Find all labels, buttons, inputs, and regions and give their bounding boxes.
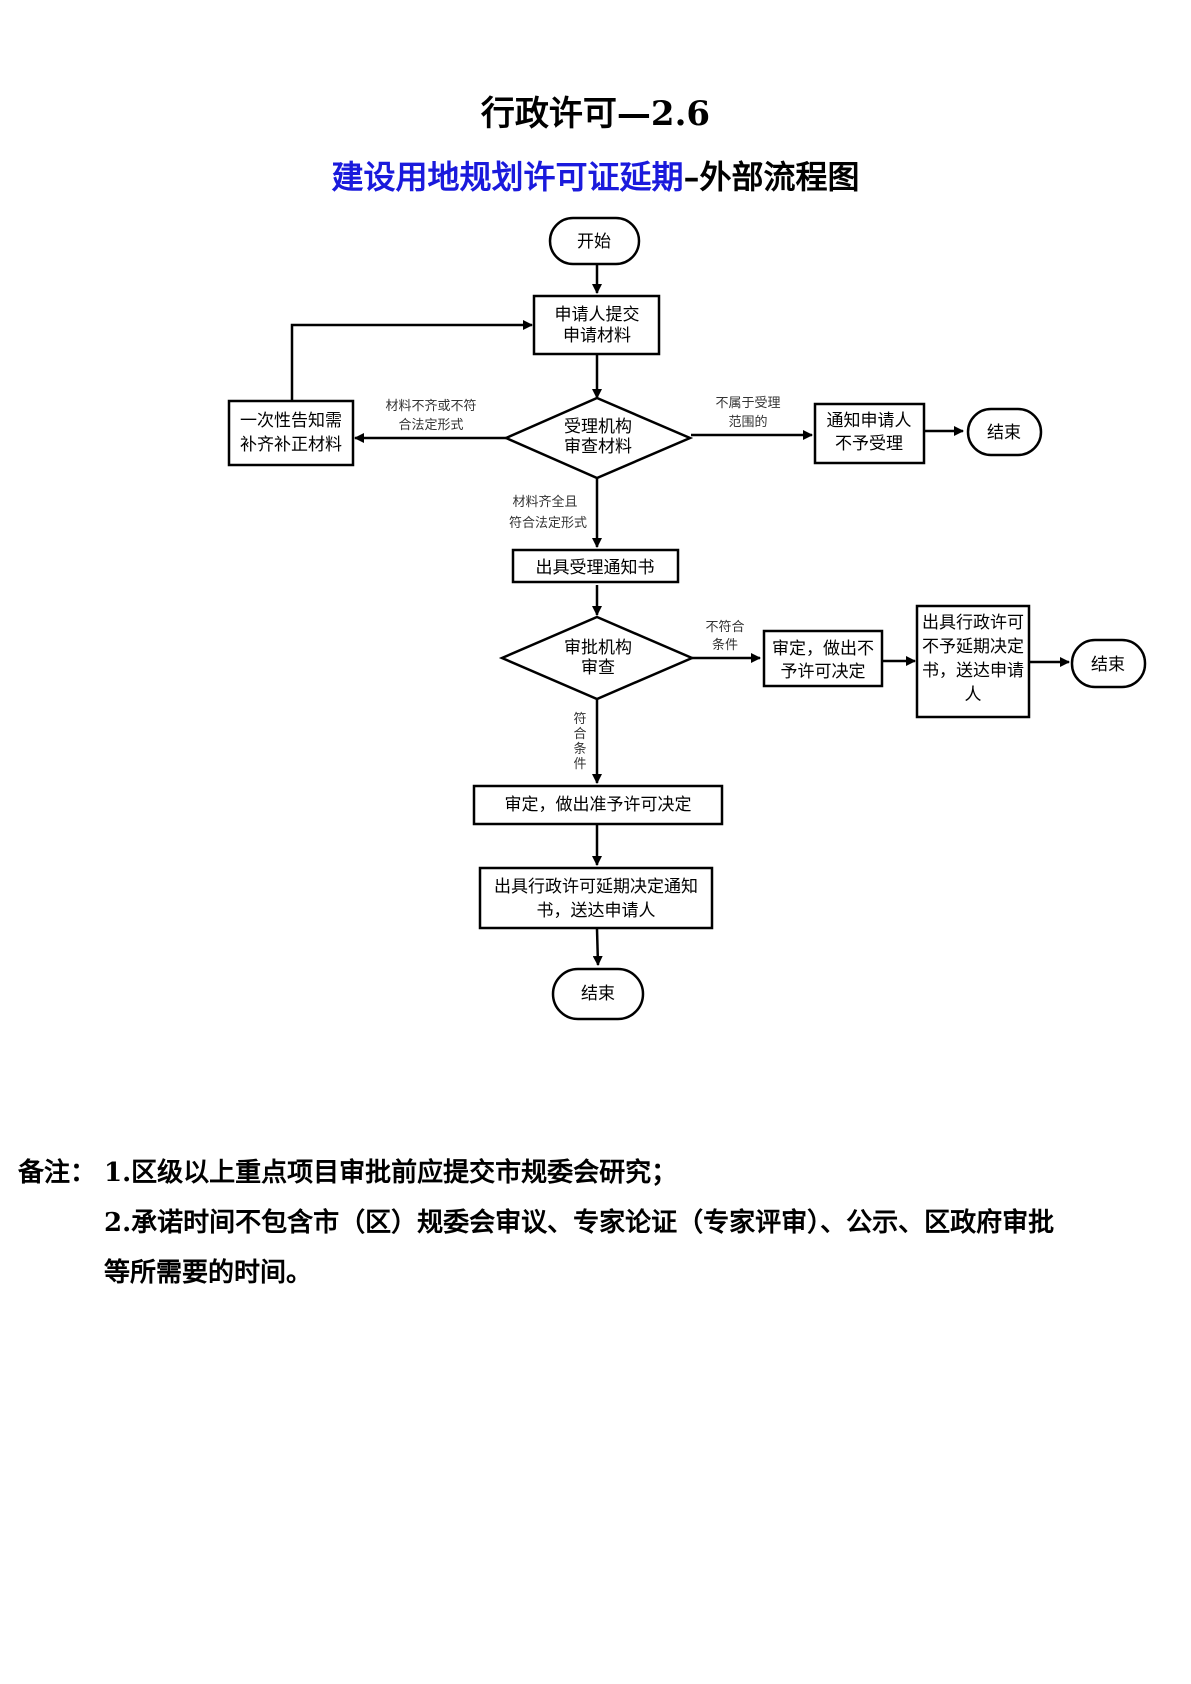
reject-notice-label-2: 不予受理	[835, 434, 903, 454]
extension-notice-label-2: 书，送达申请人	[537, 901, 656, 921]
end-reject-terminal	[966, 407, 1043, 457]
edge-label-complete-2: 符合法定形式	[509, 515, 587, 531]
acceptance-notice-box	[511, 548, 680, 584]
edge-label-complete-1: 材料齐全且	[512, 494, 577, 510]
extension-notice-label-1: 出具行政许可延期决定通知	[494, 877, 698, 897]
edge-label-incomplete-2: 合法定形式	[398, 418, 463, 433]
deny-decision-label-1: 审定，做出不	[772, 639, 874, 659]
deny-notice-label-3: 书，送达申请	[922, 661, 1024, 681]
page-title: 行政许可—2.6	[480, 94, 711, 134]
note-line-2: 2.承诺时间不包含市（区）规委会审议、专家论证（专家评审）、公示、区政府审批	[104, 1208, 1055, 1238]
reject-notice-label-1: 通知申请人	[827, 411, 912, 431]
accept-review-label-2: 审查材料	[564, 437, 632, 457]
acceptance-notice-label: 出具受理通知书	[536, 558, 655, 578]
note-line-1: 1.区级以上重点项目审批前应提交市规委会研究；	[104, 1158, 678, 1188]
edge-label-qualified-4: 件	[573, 757, 586, 772]
end-deny-label: 结束	[1091, 655, 1125, 675]
approve-decision-label: 审定，做出准予许可决定	[505, 795, 692, 815]
edge-label-qualified-2: 合	[573, 727, 586, 742]
notes-label: 备注：	[18, 1158, 97, 1188]
edge-label-qualified-3: 条	[573, 741, 586, 757]
extension-notice-box	[478, 866, 714, 930]
approval-review-label-1: 审批机构	[564, 638, 632, 658]
deny-notice-box	[915, 604, 1031, 719]
deny-decision-label-2: 予许可决定	[781, 662, 866, 682]
approval-review-diamond	[498, 615, 696, 701]
accept-review-label-1: 受理机构	[564, 417, 632, 437]
deny-notice-label-2: 不予延期决定	[922, 637, 1024, 657]
submit-label-2: 申请材料	[563, 326, 631, 346]
end-final-label: 结束	[581, 984, 615, 1004]
supplement-label-1: 一次性告知需	[240, 411, 342, 431]
end-deny-terminal	[1070, 638, 1147, 689]
submit-label-1: 申请人提交	[555, 305, 640, 325]
end-final-terminal	[551, 967, 645, 1021]
subtitle-black: –外部流程图	[683, 158, 860, 196]
start-terminal	[548, 216, 641, 266]
end-reject-label: 结束	[987, 423, 1021, 443]
reject-notice-box	[813, 402, 926, 465]
flowchart: 开始 申请人提交 申请材料 受理机构 审查材料 一次性告知需 补齐补正材料 通知…	[227, 216, 1147, 1021]
approve-decision-box	[472, 784, 724, 826]
edge-label-incomplete-1: 材料不齐或不符	[385, 398, 476, 414]
edge-label-out-of-scope-2: 范围的	[728, 414, 767, 430]
deny-notice-label-4: 人	[965, 685, 982, 705]
edge-supplement-submit	[290, 320, 533, 400]
subtitle-blue: 建设用地规划许可证延期	[331, 158, 684, 196]
edge-extension-end	[592, 928, 603, 966]
edge-label-not-qualified-1: 不符合	[705, 619, 744, 635]
edge-label-qualified-1: 符	[573, 711, 586, 727]
deny-decision-box	[762, 629, 884, 688]
note-line-3: 等所需要的时间。	[104, 1258, 313, 1288]
approval-review-label-2: 审查	[581, 658, 615, 678]
supplement-box	[227, 399, 355, 467]
supplement-label-2: 补齐补正材料	[240, 435, 342, 455]
submit-box	[532, 294, 661, 356]
notes-section: 备注： 1.区级以上重点项目审批前应提交市规委会研究； 2.承诺时间不包含市（区…	[18, 1148, 1178, 1298]
page-subtitle: 建设用地规划许可证延期–外部流程图	[0, 152, 1191, 198]
edge-label-not-qualified-2: 条件	[712, 637, 738, 653]
start-label: 开始	[577, 232, 611, 252]
accept-review-diamond	[502, 396, 694, 480]
deny-notice-label-1: 出具行政许可	[922, 613, 1024, 633]
edge-label-out-of-scope-1: 不属于受理	[715, 396, 780, 411]
